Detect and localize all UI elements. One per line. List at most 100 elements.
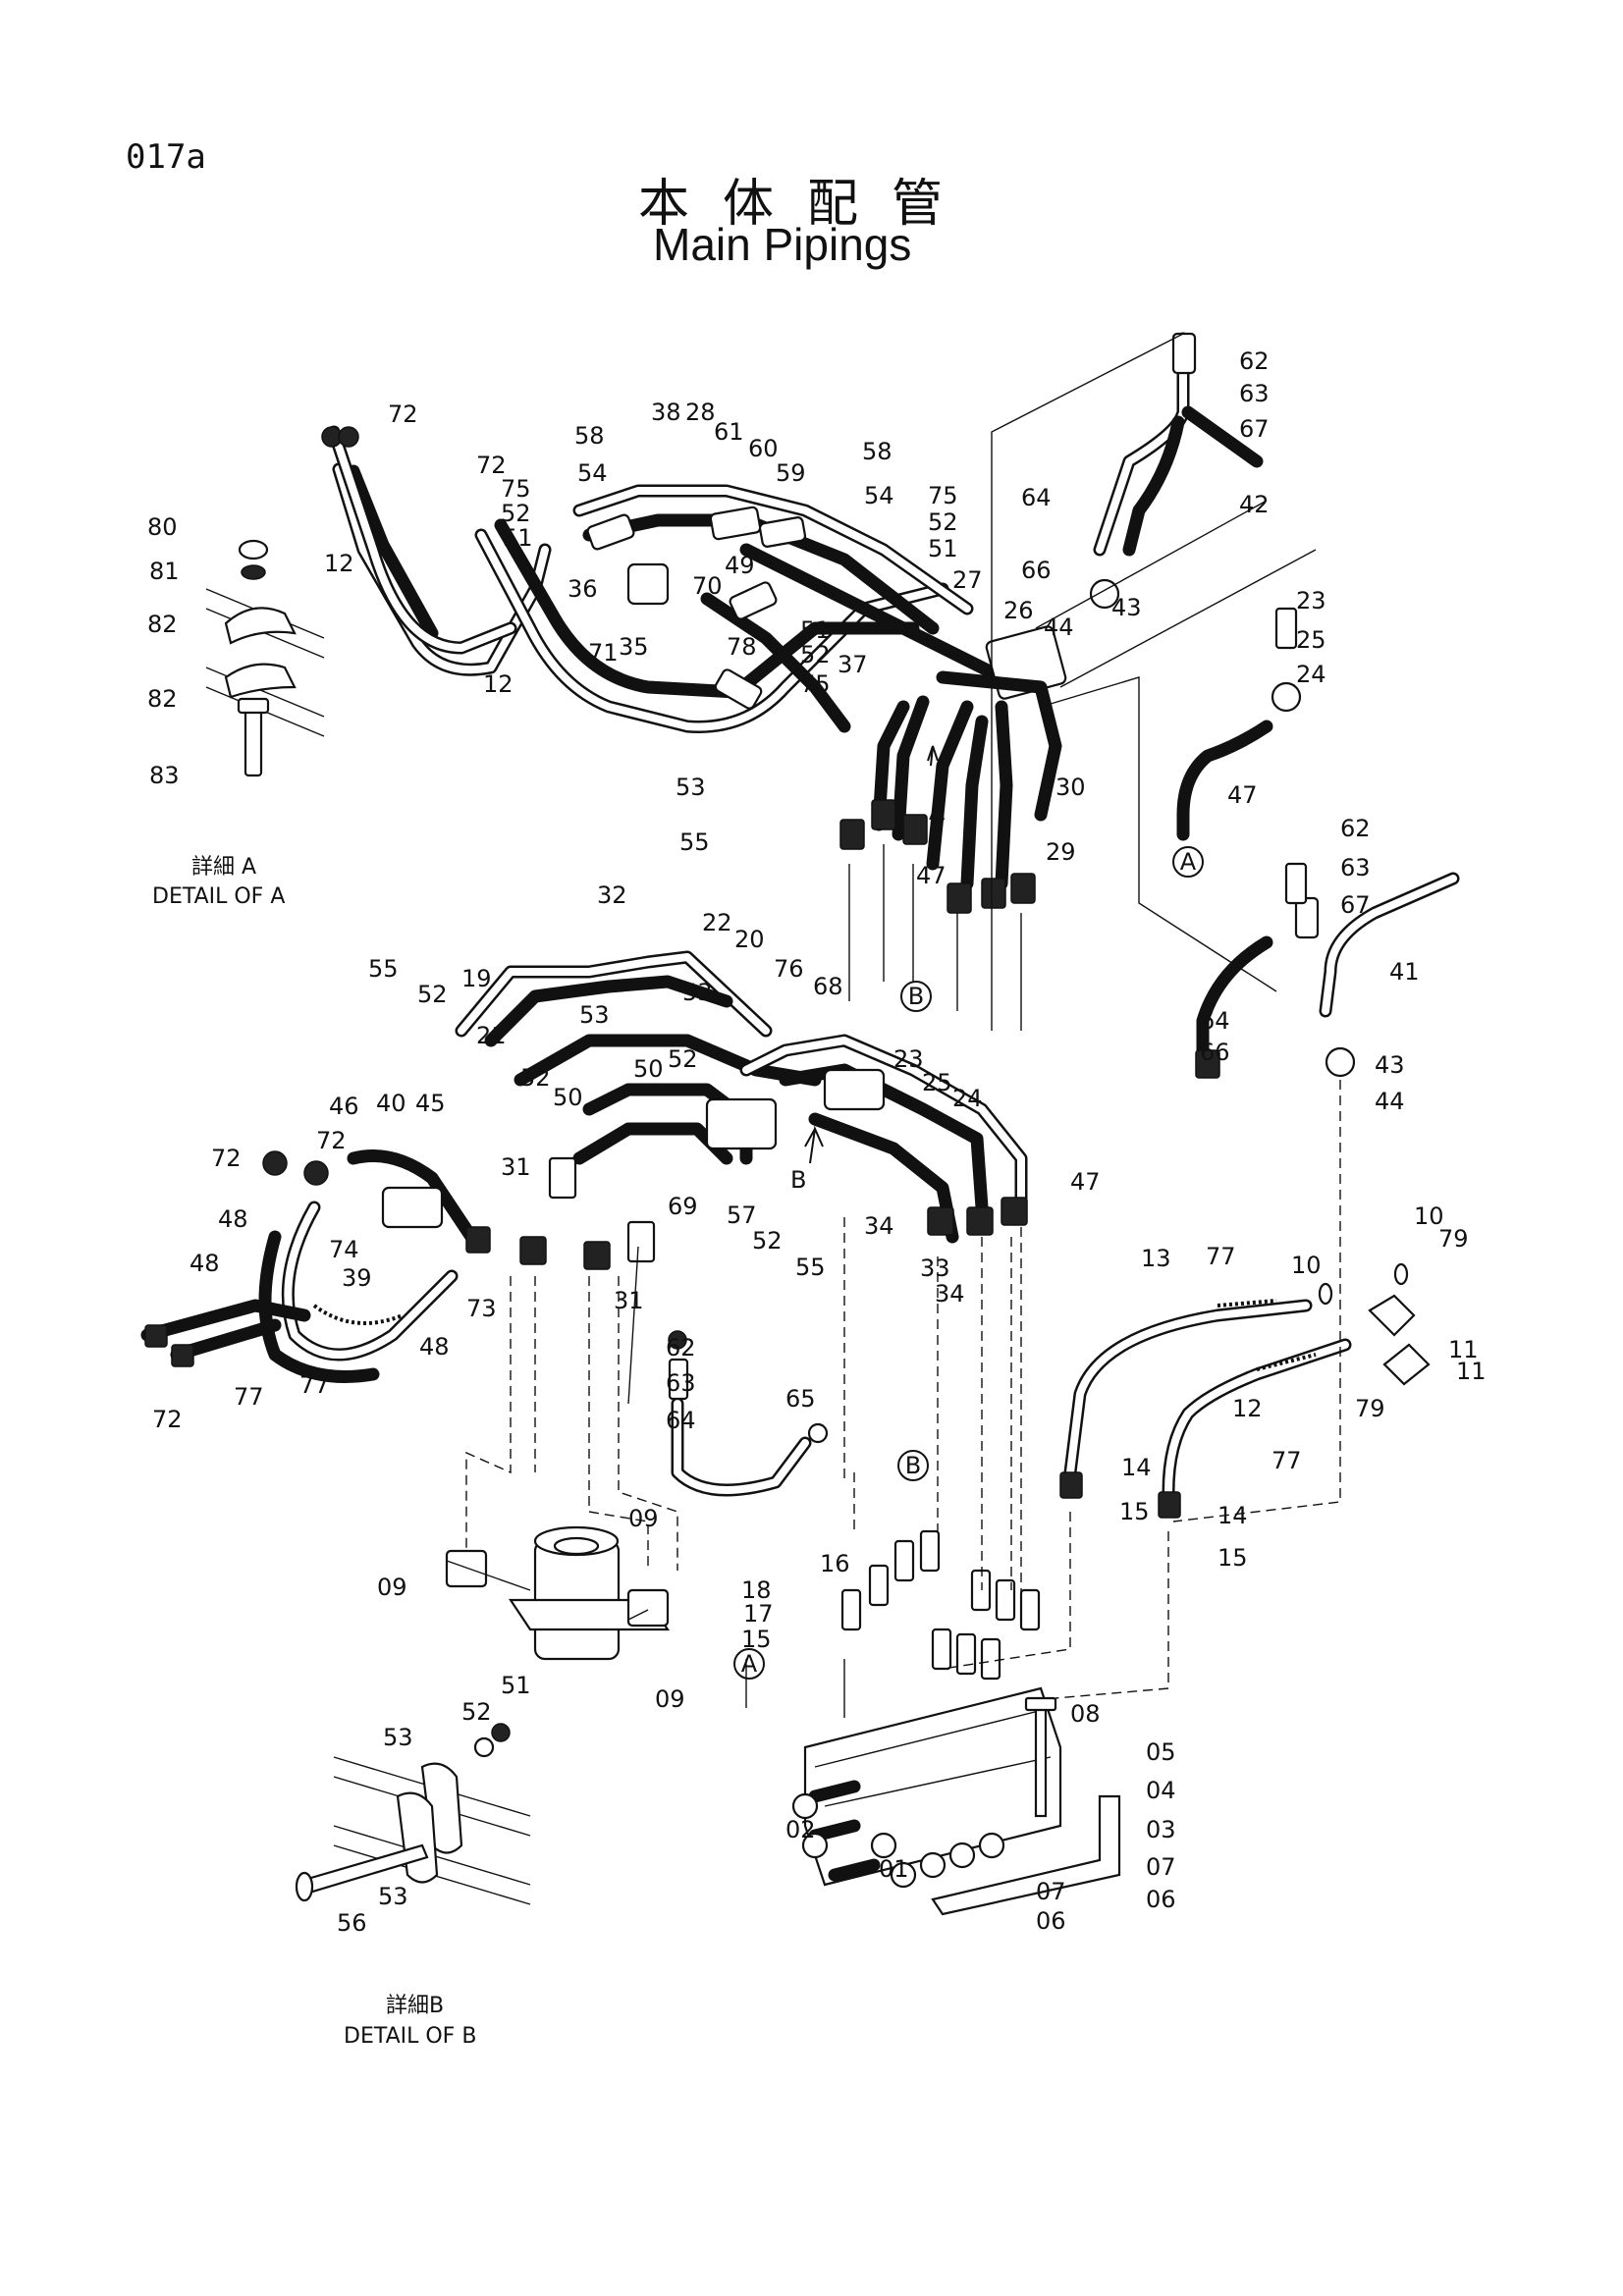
callout-label: 52 — [501, 500, 531, 527]
callout-label: 23 — [893, 1045, 924, 1073]
callout-label: 15 — [1217, 1544, 1248, 1572]
reference-mark: A — [733, 1648, 765, 1680]
callout-label: 55 — [795, 1254, 826, 1281]
reference-circle — [897, 1450, 929, 1481]
callout-label: 51 — [503, 524, 533, 552]
callout-label: 07 — [1036, 1878, 1066, 1905]
callout-label: 63 — [1239, 380, 1270, 407]
callout-label: 19 — [461, 965, 492, 992]
callout-label: 58 — [574, 422, 605, 450]
callout-label: 75 — [800, 670, 831, 698]
reference-mark: B — [897, 1450, 929, 1481]
callout-label: 25 — [922, 1069, 952, 1096]
callout-label: 66 — [1200, 1039, 1230, 1066]
callout-label: 54 — [577, 459, 608, 487]
center-hose-64 — [668, 1330, 829, 1497]
callout-label: 53 — [682, 979, 713, 1006]
callout-label: 53 — [579, 1001, 610, 1029]
callout-label: 82 — [147, 611, 178, 638]
callout-label: 73 — [466, 1295, 497, 1322]
callout-label: 60 — [748, 435, 779, 462]
callout-label: 64 — [1200, 1007, 1230, 1035]
callout-label: 63 — [1340, 854, 1371, 881]
callout-label: 77 — [299, 1371, 330, 1399]
callout-label: 09 — [628, 1505, 659, 1532]
detail-b-clamp — [295, 1723, 531, 1905]
callout-label: 06 — [1036, 1907, 1066, 1935]
callout-label: 81 — [149, 558, 180, 585]
callout-label: 55 — [368, 955, 399, 983]
callout-label: A — [929, 798, 946, 826]
callout-label: 64 — [1021, 484, 1052, 511]
callout-label: 77 — [1271, 1447, 1302, 1474]
callout-label: 45 — [415, 1090, 446, 1117]
callout-label: 31 — [501, 1153, 531, 1181]
callout-label: 51 — [800, 616, 831, 644]
callout-label: 29 — [1046, 838, 1076, 866]
callout-label: 62 — [1239, 347, 1270, 375]
callout-label: 11 — [1456, 1358, 1487, 1385]
callout-label: 20 — [734, 926, 765, 953]
reference-marks: A B B A — [733, 846, 1204, 1680]
callout-label: 22 — [702, 909, 732, 936]
callout-label: 72 — [476, 452, 507, 479]
callout-label: 12 — [483, 670, 514, 698]
callout-label: 28 — [685, 399, 716, 426]
callout-label: 53 — [378, 1883, 408, 1910]
upper-pipe-assembly — [332, 462, 1067, 914]
callout-label: 01 — [879, 1855, 909, 1883]
callout-label: 82 — [147, 685, 178, 713]
callout-label: 56 — [337, 1909, 367, 1937]
callout-label: 52 — [800, 641, 831, 668]
detail-a-label-jp: 詳細 A — [191, 855, 256, 880]
callout-label: 52 — [928, 508, 958, 536]
callout-label: 04 — [1146, 1777, 1176, 1804]
reference-letter: A — [1180, 848, 1197, 876]
callout-label: 53 — [383, 1724, 413, 1751]
callout-label: 47 — [916, 862, 947, 889]
callout-label: 51 — [501, 1672, 531, 1699]
callout-label: 50 — [553, 1084, 583, 1111]
callout-label: 83 — [149, 762, 180, 789]
callout-label: 50 — [633, 1055, 664, 1083]
callout-label: 40 — [376, 1090, 406, 1117]
callout-label: 15 — [1119, 1498, 1150, 1525]
callout-label: 48 — [189, 1250, 220, 1277]
callout-label: 35 — [619, 633, 649, 661]
left-lower-hoses — [140, 1149, 491, 1383]
callout-label: 32 — [597, 881, 627, 909]
callout-label: 52 — [461, 1698, 492, 1726]
callout-label: 31 — [614, 1287, 644, 1314]
callout-label: 09 — [655, 1685, 685, 1713]
callout-label: 08 — [1070, 1700, 1101, 1728]
reference-letter: B — [905, 1452, 921, 1479]
callout-label: 52 — [417, 981, 448, 1008]
reference-circle — [1172, 846, 1204, 878]
callout-label: 53 — [676, 774, 706, 801]
callout-label: 26 — [1003, 597, 1034, 624]
callout-label: 06 — [1146, 1886, 1176, 1913]
callout-label: 51 — [928, 535, 958, 562]
callout-label: 63 — [666, 1369, 696, 1397]
callout-label: 05 — [1146, 1738, 1176, 1766]
callout-label: 59 — [776, 459, 806, 487]
reference-letter: B — [908, 983, 924, 1010]
callout-label: 13 — [1141, 1245, 1171, 1272]
reference-circle — [733, 1648, 765, 1680]
right-lower-hoses — [1059, 1262, 1431, 1519]
callout-label: 72 — [211, 1145, 242, 1172]
callout-label: 62 — [1340, 815, 1371, 842]
callout-label: 67 — [1340, 891, 1371, 919]
callout-label: 37 — [838, 651, 868, 678]
callout-label: 34 — [935, 1280, 965, 1308]
callout-label: 33 — [920, 1255, 950, 1282]
valve-port-fittings — [840, 1529, 1041, 1681]
callout-label: 02 — [785, 1816, 816, 1843]
callout-label: 69 — [668, 1193, 698, 1220]
callout-label: 30 — [1055, 774, 1086, 801]
callout-label: 76 — [774, 955, 804, 983]
middle-pipe-assembly — [455, 950, 1028, 1270]
callout-label: 24 — [1296, 661, 1326, 688]
callout-label: 67 — [1239, 415, 1270, 443]
